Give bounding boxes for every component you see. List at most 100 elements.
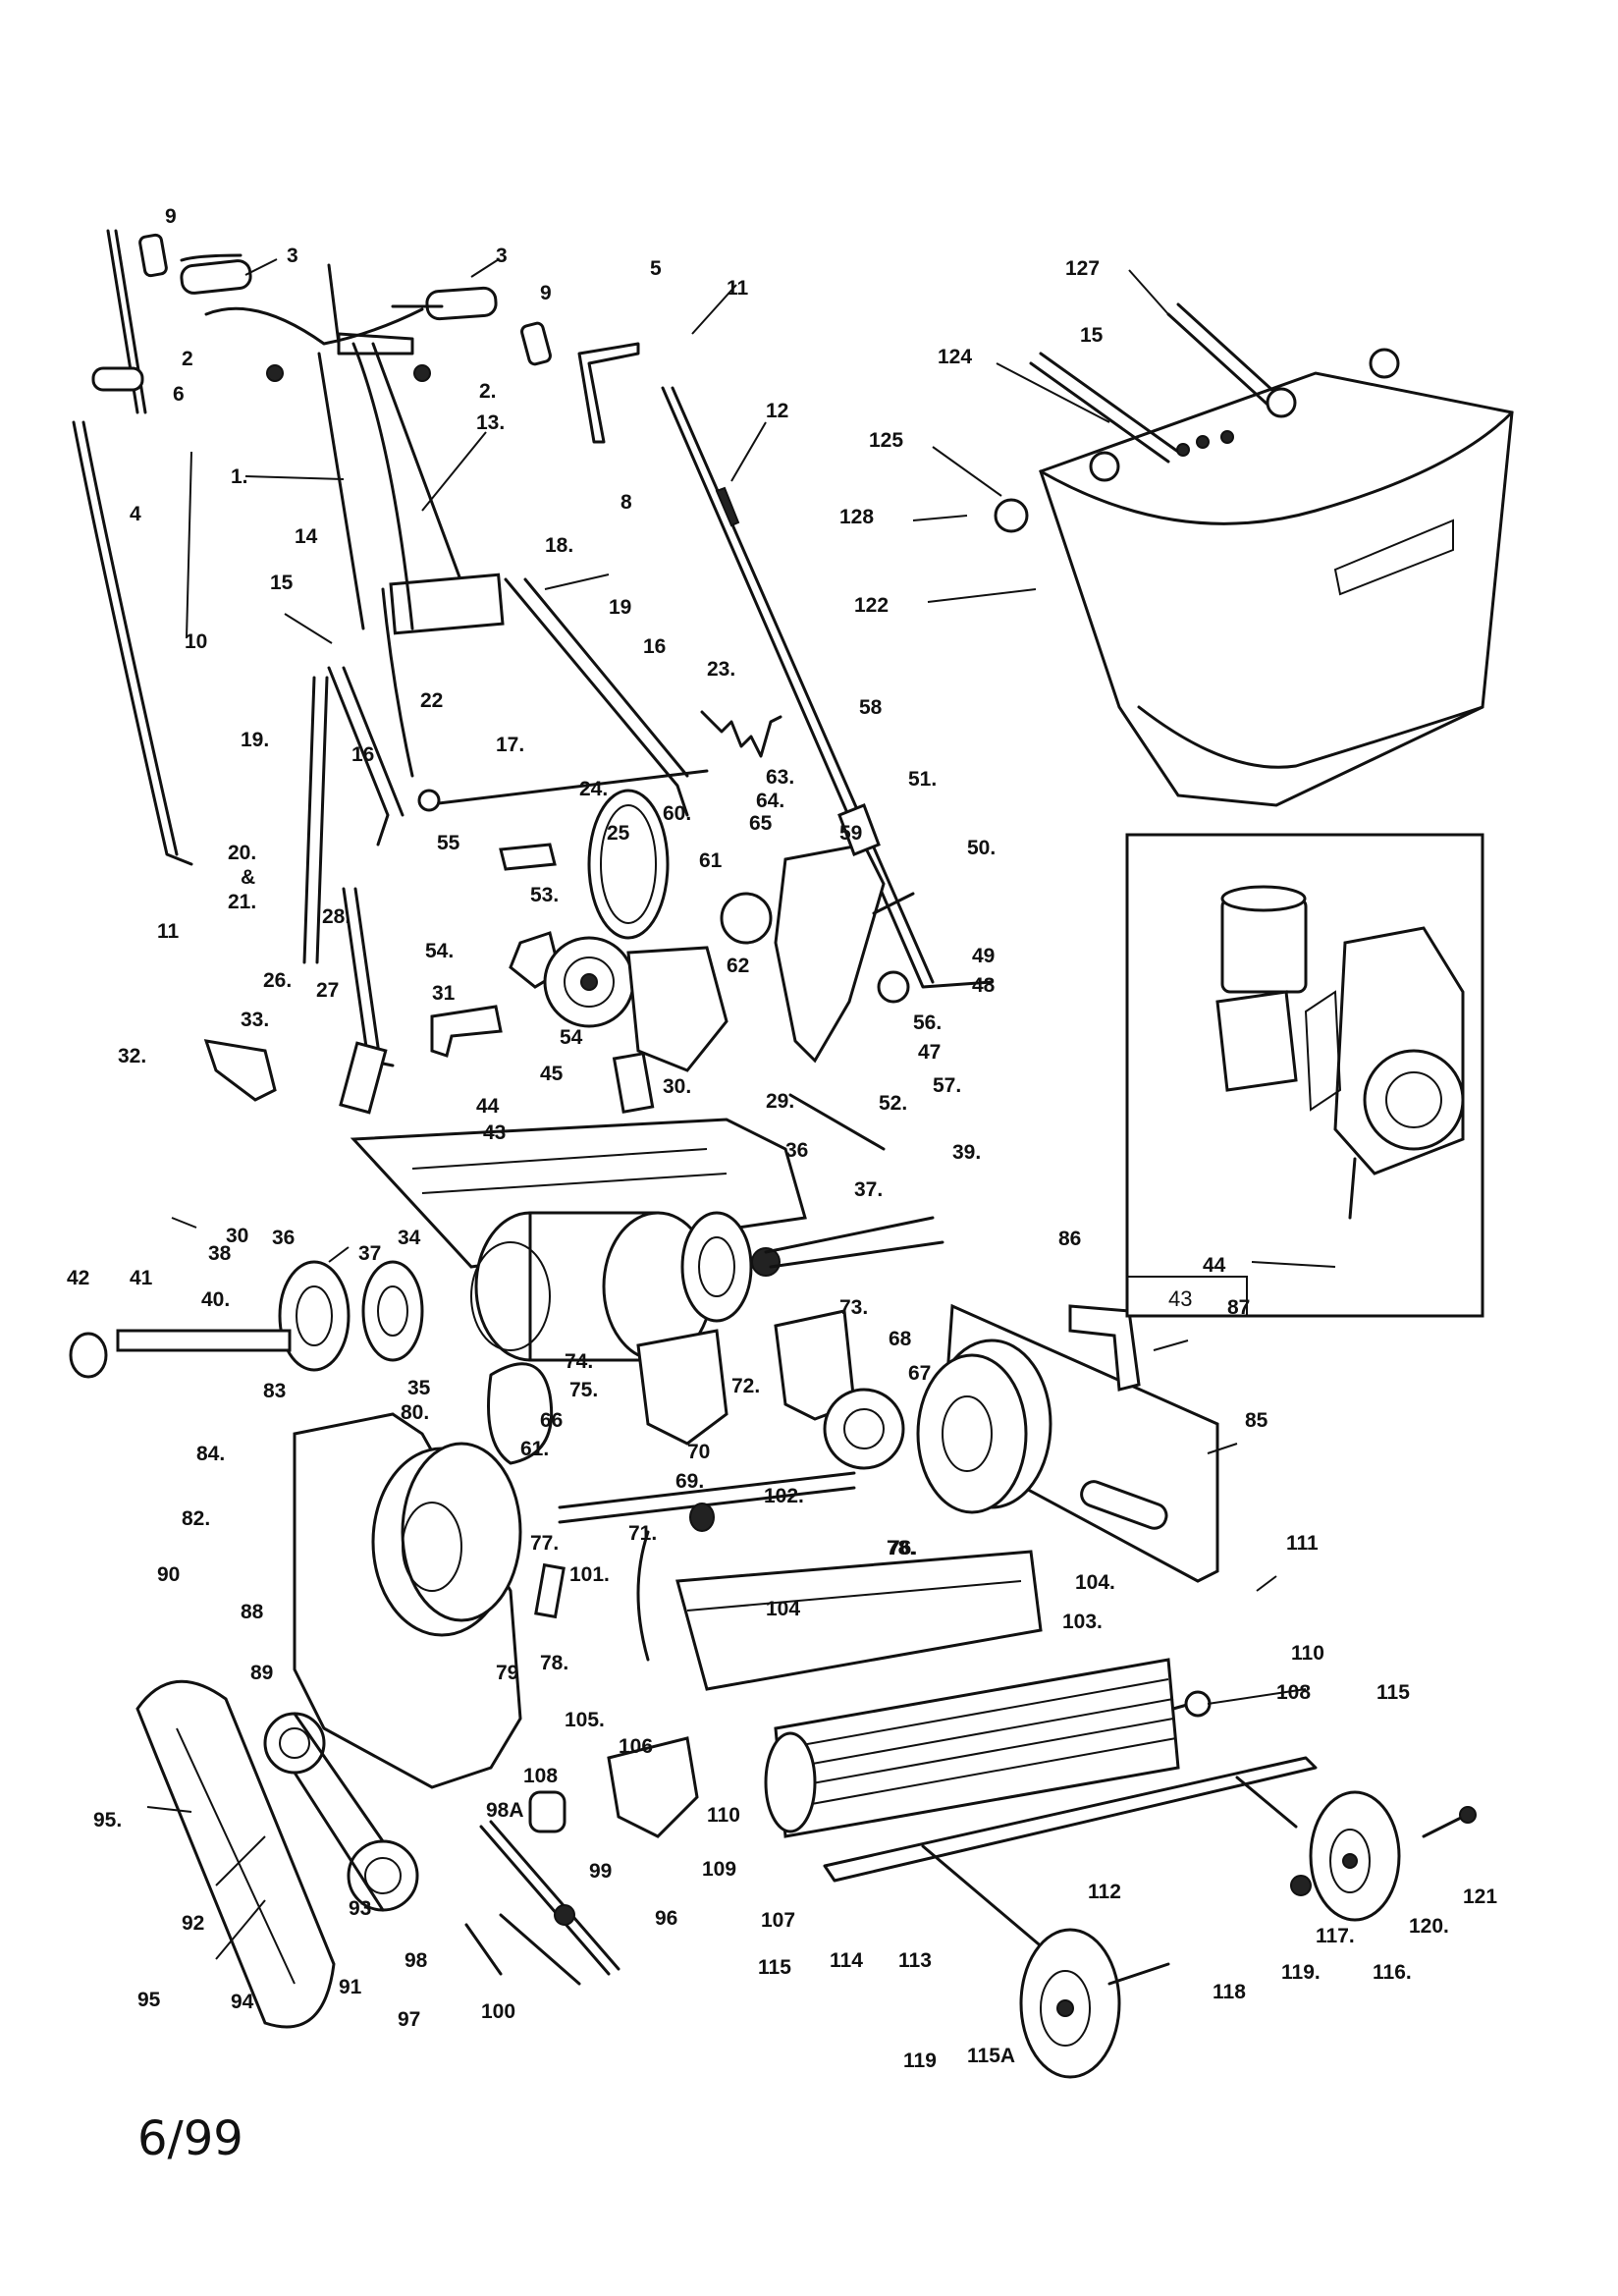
part-label-11b: 11 xyxy=(157,920,180,943)
part-label-125: 125 xyxy=(869,429,903,452)
part-label-18: 18. xyxy=(545,534,573,557)
part-label-122: 122 xyxy=(854,594,889,617)
part-label-57: 57. xyxy=(933,1074,961,1097)
part-label-14: 14 xyxy=(295,525,318,548)
adjuster-levers xyxy=(464,1790,620,1986)
spring-23 xyxy=(700,710,782,758)
part-label-8: 8 xyxy=(620,491,632,514)
leader-lines xyxy=(146,258,1307,1960)
part-label-6: 6 xyxy=(173,383,185,406)
part-label-25: 25 xyxy=(607,822,630,845)
part-label-27: 27 xyxy=(316,979,339,1002)
part-label-16: 16 xyxy=(643,635,666,658)
part-label-115: 115 xyxy=(1376,1681,1410,1704)
part-label-55: 55 xyxy=(437,832,460,854)
part-label-96: 96 xyxy=(655,1907,677,1930)
part-label-10: 10 xyxy=(185,630,207,653)
part-label-68: 68 xyxy=(889,1328,912,1350)
part-label-103: 103. xyxy=(1062,1611,1103,1633)
part-label-49: 49 xyxy=(972,945,995,967)
part-label-23: 23. xyxy=(707,658,735,681)
part-label-53: 53. xyxy=(530,884,559,906)
part-label-36b: 36 xyxy=(785,1139,808,1162)
part-label-98: 98 xyxy=(404,1949,428,1972)
bearing-plates xyxy=(558,1309,905,1532)
part-label-30b: 30. xyxy=(663,1075,691,1098)
part-label-113: 113 xyxy=(898,1949,932,1972)
part-label-105: 105. xyxy=(565,1709,605,1731)
part-label-115a: 115A xyxy=(967,2045,1015,2067)
part-label-77: 77. xyxy=(530,1532,559,1555)
part-label-93: 93 xyxy=(349,1897,371,1920)
part-label-56: 56. xyxy=(913,1011,942,1034)
part-label-114: 114 xyxy=(830,1949,863,1972)
part-label-30: 30 xyxy=(226,1225,248,1247)
part-label-90: 90 xyxy=(157,1563,180,1586)
part-label-36: 36 xyxy=(272,1227,295,1249)
part-label-79: 79 xyxy=(496,1662,518,1684)
part-label-70: 70 xyxy=(687,1441,710,1463)
part-label-37b: 37. xyxy=(854,1178,883,1201)
part-label-39: 39. xyxy=(952,1141,981,1164)
part-label-54: 54. xyxy=(425,940,454,962)
part-label-110b: 110 xyxy=(707,1804,740,1827)
part-label-54b: 54 xyxy=(560,1026,583,1049)
part-label-73: 73. xyxy=(839,1296,868,1319)
part-label-12: 12 xyxy=(766,400,788,422)
part-label-43: 43 xyxy=(483,1121,506,1144)
part-label-24: 24. xyxy=(579,778,608,800)
part-label-65: 65 xyxy=(749,812,773,835)
part-label-109: 109 xyxy=(702,1858,736,1881)
part-label-66: 66 xyxy=(540,1409,563,1432)
part-label-44: 44 xyxy=(476,1095,500,1118)
part-label-33: 33. xyxy=(241,1009,269,1031)
part-label-40: 40. xyxy=(201,1288,230,1311)
drive-assembly xyxy=(203,789,915,1151)
part-label-112: 112 xyxy=(1088,1881,1121,1903)
part-label-104: 104. xyxy=(1075,1571,1115,1594)
part-label-29: 29. xyxy=(766,1090,794,1113)
right-side-plate-85 xyxy=(916,1303,1219,1583)
left-side-plate-82 xyxy=(293,1412,566,1789)
rear-roller-frame-112 xyxy=(823,1756,1477,2079)
part-label-74: 74. xyxy=(565,1350,593,1373)
cutting-reel xyxy=(607,1658,1212,1838)
part-label-92: 92 xyxy=(182,1912,204,1935)
part-label-117: 117. xyxy=(1316,1925,1355,1947)
part-label-78b: 78. xyxy=(887,1537,915,1559)
part-label-3b: 3 xyxy=(496,245,508,267)
part-label-35: 35 xyxy=(407,1377,431,1399)
part-label-82: 82. xyxy=(182,1507,210,1530)
part-labels: 1. 2 2. 3 3 4 5 6 8 9 9 10 11 11 12 13. … xyxy=(67,205,1497,2072)
shift-rod-5 xyxy=(520,321,640,444)
part-label-127: 127 xyxy=(1065,257,1100,280)
part-label-128: 128 xyxy=(839,506,874,528)
part-label-95b: 95. xyxy=(93,1809,122,1831)
part-label-88: 88 xyxy=(241,1601,264,1623)
part-label-11: 11 xyxy=(727,277,749,300)
part-label-48: 48 xyxy=(972,974,996,997)
part-label-61: 61 xyxy=(699,849,723,872)
part-label-16b: 16 xyxy=(351,743,374,766)
part-label-71: 71. xyxy=(628,1522,657,1545)
part-label-37: 37 xyxy=(358,1242,381,1265)
part-label-45: 45 xyxy=(540,1063,564,1085)
part-label-2: 2 xyxy=(182,348,193,370)
bed-knife-103 xyxy=(636,1530,1043,1691)
part-label-20: 20. xyxy=(228,842,256,864)
grass-catcher-122 xyxy=(994,302,1514,807)
part-label-63: 63. xyxy=(766,766,794,789)
part-label-120: 120. xyxy=(1409,1915,1449,1938)
part-label-15: 15 xyxy=(270,572,294,594)
part-label-5: 5 xyxy=(650,257,662,280)
part-label-119: 119 xyxy=(903,2050,937,2072)
part-label-78: 78. xyxy=(540,1652,568,1674)
part-label-116: 116. xyxy=(1373,1961,1412,1984)
part-label-32: 32. xyxy=(118,1045,146,1067)
part-label-106: 106 xyxy=(619,1735,653,1758)
part-label-64: 64. xyxy=(756,790,784,812)
part-label-121: 121 xyxy=(1463,1886,1497,1908)
part-label-50: 50. xyxy=(967,837,996,859)
part-label-69: 69. xyxy=(675,1470,704,1493)
roller-and-pulleys xyxy=(69,1211,944,1379)
